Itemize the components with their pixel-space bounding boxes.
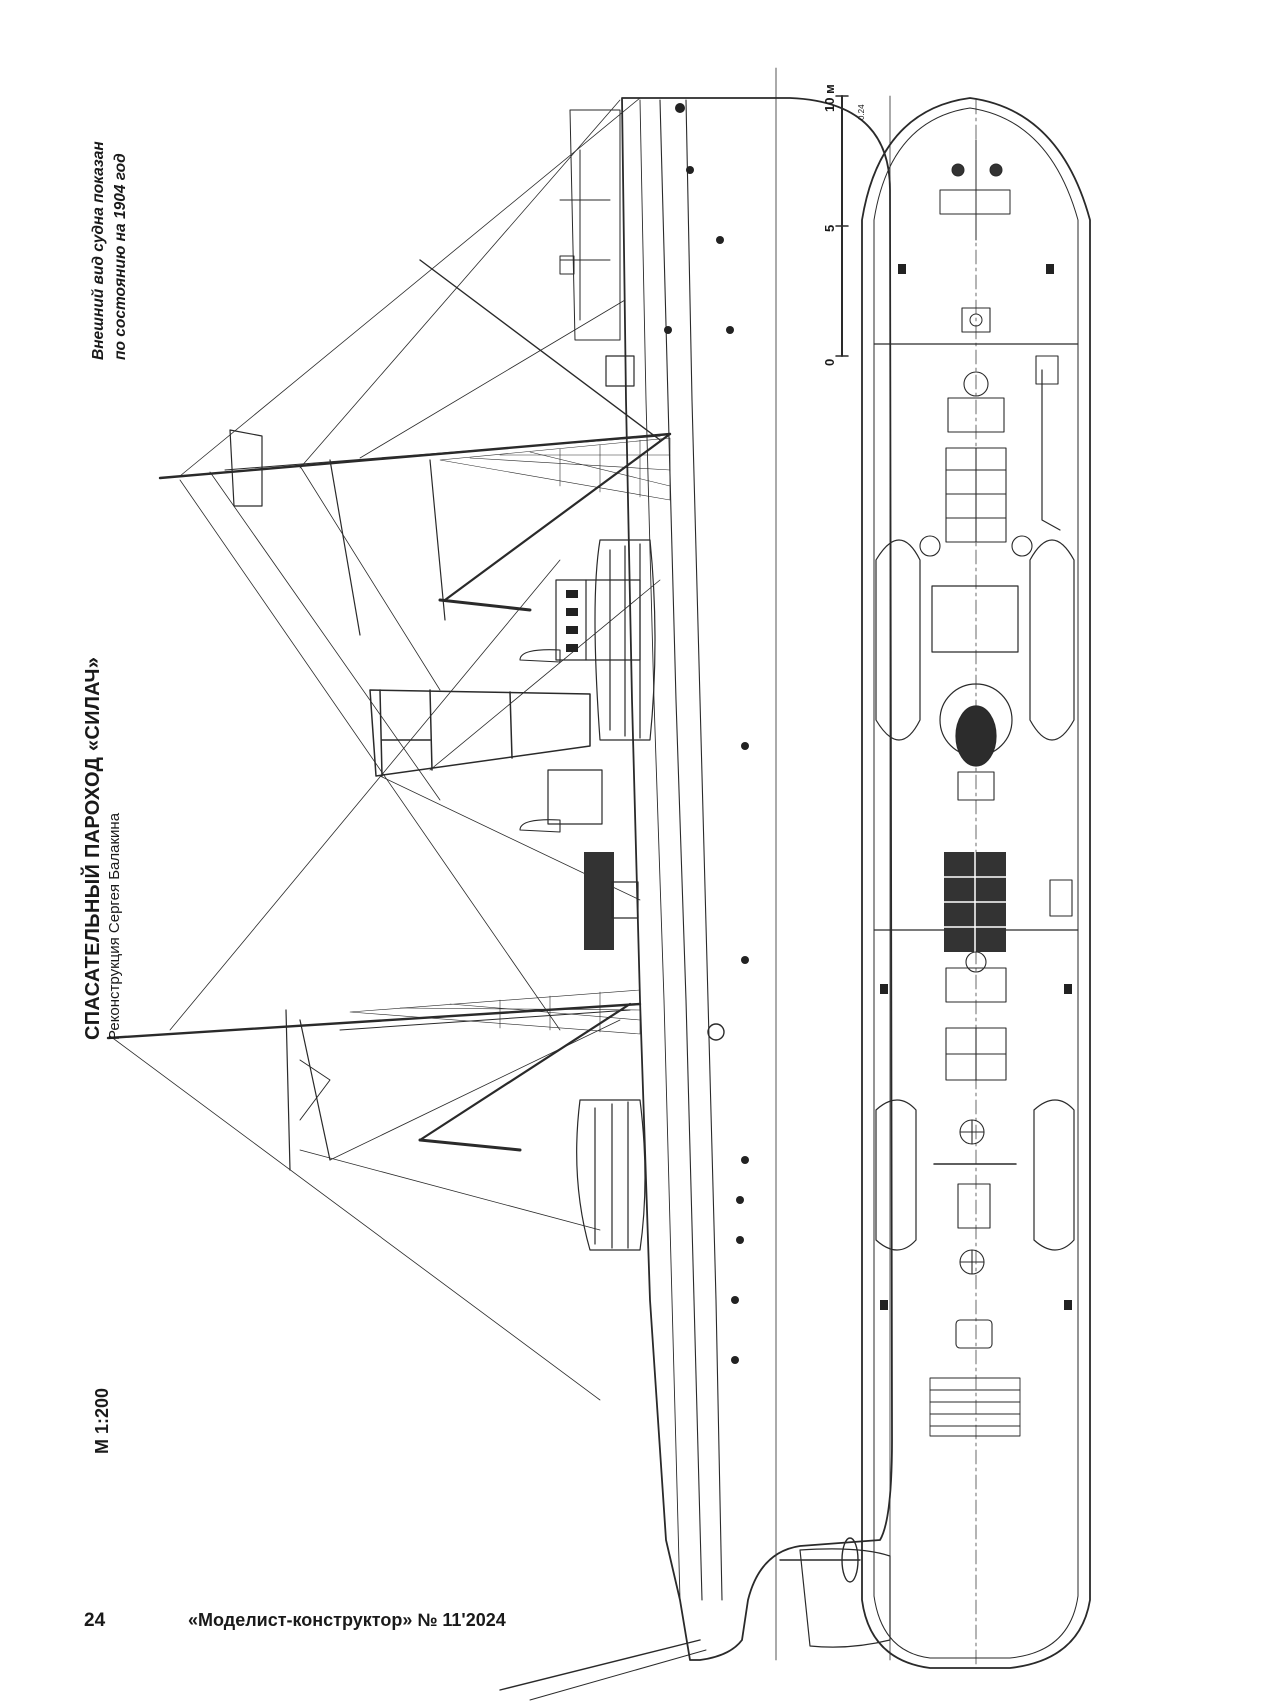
plan-pipe	[1041, 369, 1061, 531]
steering-wheel-2	[959, 1249, 985, 1275]
fore-stays	[179, 97, 641, 1031]
vent-2	[519, 819, 561, 833]
magazine-credit: «Моделист-конструктор» № 11'2024	[188, 1610, 506, 1630]
steering-wheel-1	[959, 1119, 985, 1145]
main-derrick	[418, 1002, 632, 1142]
propeller	[841, 1537, 859, 1583]
forecastle-equipment	[559, 109, 621, 341]
lifeboat-forward-side	[594, 539, 656, 741]
rudder	[799, 1548, 891, 1648]
deckhouse-forward	[555, 579, 641, 661]
deck-line	[659, 99, 703, 1601]
ventilator-plan-2	[1011, 535, 1033, 557]
plan-skylight-aft	[955, 1319, 993, 1349]
plan-boat-1	[875, 539, 921, 741]
fore-derrick	[443, 432, 672, 602]
page-title: СПАСАТЕЛЬНЫЙ ПАРОХОД «СИЛАЧ»	[82, 656, 104, 1040]
main-tackle	[418, 1138, 522, 1152]
plan-hull-outline	[861, 97, 1091, 1669]
funnel	[369, 689, 591, 777]
plan-boat-4	[1033, 1099, 1075, 1251]
main-stays	[109, 559, 621, 1401]
scale-tick-10: 10 м	[822, 84, 837, 112]
fore-mast	[158, 429, 672, 636]
plan-boat-2	[1029, 539, 1075, 741]
plan-box-aft	[1049, 879, 1073, 917]
page-number: 24	[84, 1610, 106, 1631]
main-rigging-net	[349, 989, 641, 1035]
bollards	[880, 264, 1072, 1310]
fore-rigging-net	[439, 437, 671, 501]
lifeboat-aft-side	[576, 1099, 646, 1251]
capstan-forward	[947, 371, 1005, 433]
hull-outline	[621, 97, 893, 1661]
plan-deckhouse	[931, 585, 1019, 653]
fore-tackle	[438, 598, 532, 612]
vent-1	[519, 649, 561, 663]
plan-skylight	[957, 771, 995, 801]
scale-tick-5: 5	[822, 225, 837, 232]
plan-binnacle	[957, 1183, 991, 1229]
engine-room-skylight	[943, 851, 1007, 953]
page-subtitle: Реконструкция Сергея Балакина	[106, 812, 123, 1040]
stern-grating	[929, 1377, 1021, 1437]
stern-line	[499, 1639, 701, 1691]
main-mast	[106, 1002, 642, 1171]
scale-ratio: М 1:200	[92, 1387, 112, 1454]
scale-code: 0.24	[857, 104, 866, 120]
side-view	[106, 67, 893, 1701]
hatch-forward	[945, 447, 1007, 543]
capstan-aft	[945, 951, 1007, 1003]
scale-bar	[835, 95, 849, 357]
fore-deck-box	[605, 355, 635, 387]
date-note: Внешний вид судна показан по состоянию н…	[88, 141, 132, 360]
title-block: СПАСАТЕЛЬНЫЙ ПАРОХОД «СИЛАЧ» Реконструкц…	[82, 657, 123, 1040]
date-note-line-2: по состоянию на 1904 год	[112, 153, 129, 360]
ventilator-plan-1	[919, 535, 941, 557]
scale-tick-0: 0	[822, 359, 837, 366]
portholes	[664, 103, 749, 1364]
hatch-aft	[945, 1027, 1007, 1081]
date-note-line-1: Внешний вид судна показан	[90, 141, 107, 360]
plan-boat-3	[875, 1099, 917, 1251]
deckhouse-aft	[547, 769, 639, 950]
plan-funnel	[939, 683, 1013, 767]
plan-box-fwd	[1035, 355, 1059, 385]
plan-bulwark	[873, 107, 1079, 1659]
fore-derrick-2	[419, 259, 661, 441]
sheer-line	[685, 99, 723, 1601]
hatch-small	[961, 307, 991, 333]
porthole-large	[707, 1023, 725, 1041]
windlass	[939, 139, 1011, 241]
plan-view	[861, 97, 1091, 1669]
stern-line-2	[529, 1649, 707, 1701]
bulwark-line	[639, 99, 681, 1601]
